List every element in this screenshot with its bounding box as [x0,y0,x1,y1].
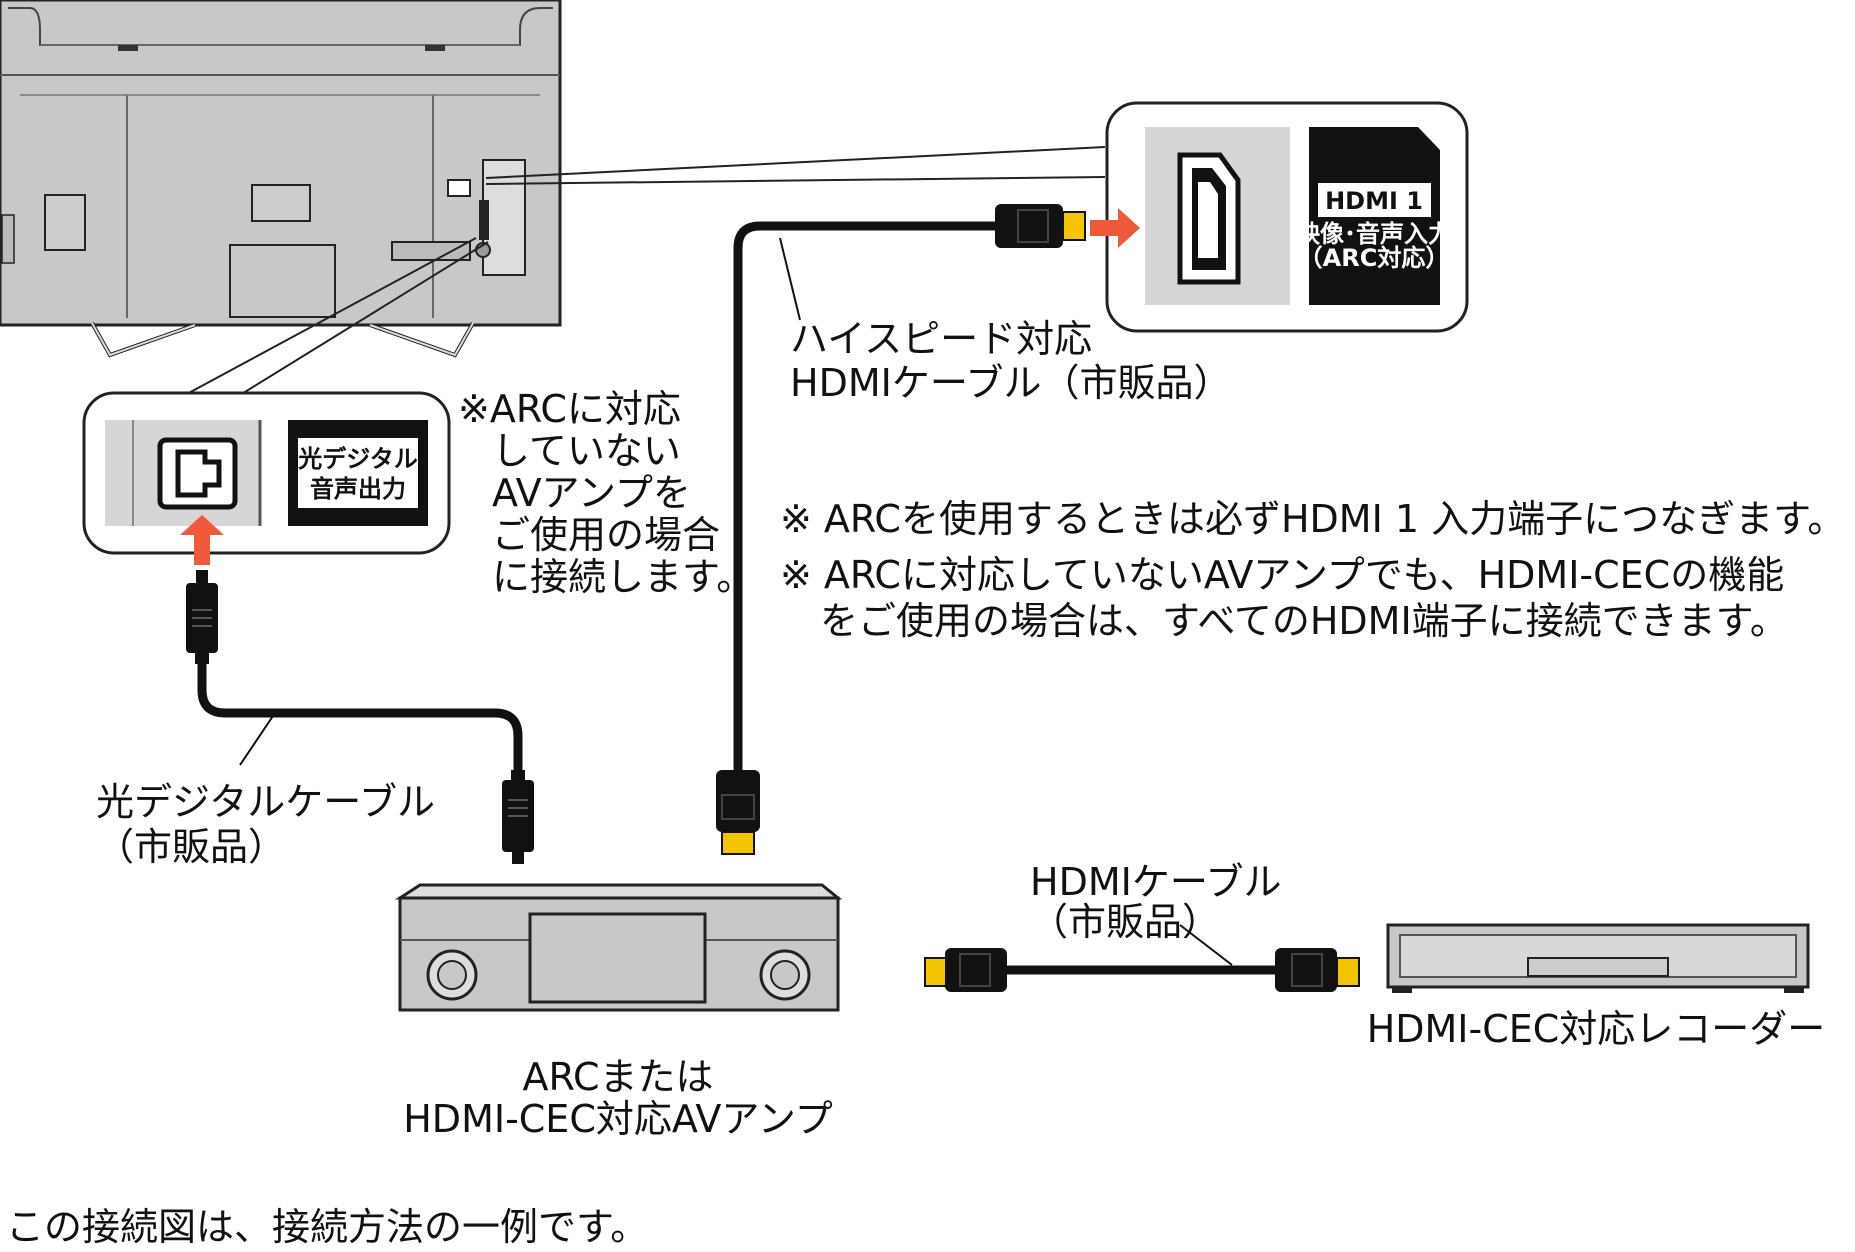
note-cec-line2: をご使用の場合は、すべてのHDMI端子に接続できます。 [820,599,1788,643]
amp-label-1: ARCまたは [522,1055,713,1099]
note-cec-line1: ※ ARCに対応していないAVアンプでも、HDMI-CECの機能 [780,553,1784,597]
note-arc-hdmi1: ※ ARCを使用するときは必ずHDMI 1 入力端子につなぎます。 [780,497,1845,541]
highspeed-hdmi-cable [716,204,1086,855]
av-amplifier [394,883,843,1012]
optical-badge-line1: 光デジタル [297,445,418,473]
optical-cable [186,570,534,864]
highspeed-cable-label-2: HDMIケーブル（市販品） [790,361,1232,405]
zoom-lines [184,146,1106,396]
hdmi1-callout: HDMI 1 映像･音声入力 （ARC対応） [1105,101,1469,333]
arc-note-line5: に接続します。 [492,555,754,599]
hdmi1-badge-text: HDMI 1 [1325,187,1423,215]
hdmi1-desc-line1: 映像･音声入力 [1296,220,1452,248]
hdmi-port-icon [1177,152,1241,285]
hdmi-insert-arrow [1090,208,1140,248]
footer-note: この接続図は、接続方法の一例です。 [6,1205,648,1249]
optical-cable-label-1: 光デジタルケーブル [96,780,435,824]
optical-port-icon [157,437,238,510]
optical-cable-label-2: （市販品） [96,825,286,869]
arc-note-line1: ※ARCに対応 [458,387,681,431]
hdmi-cec-recorder [1386,923,1810,993]
optical-insert-arrow [180,515,224,565]
hdmi-cable-label-1: HDMIケーブル [1030,860,1282,904]
arc-note-line2: していない [492,429,681,473]
hdmi-cable-label-2: （市販品） [1030,900,1220,944]
arc-note-line3: AVアンプを [492,471,691,515]
tv-rear [0,0,562,358]
arc-note-line4: ご使用の場合 [492,513,720,557]
recorder-label: HDMI-CEC対応レコーダー [1367,1007,1826,1051]
optical-callout: 光デジタル 音声出力 [82,391,451,555]
hdmi1-desc-line2: （ARC対応） [1299,244,1450,272]
highspeed-cable-label-1: ハイスピード対応 [790,317,1092,361]
amp-label-2: HDMI-CEC対応AVアンプ [403,1097,833,1141]
hdmi-cable [924,924,1360,992]
optical-badge-line2: 音声出力 [310,475,406,503]
